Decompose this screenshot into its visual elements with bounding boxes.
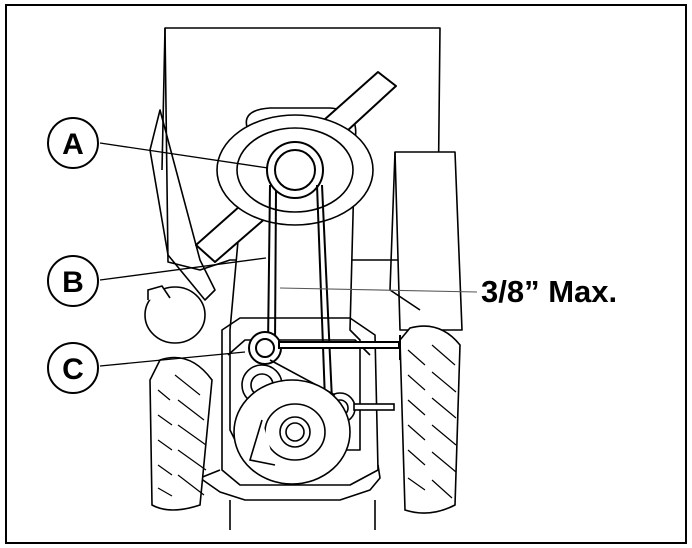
callout-label: C — [62, 353, 84, 386]
leader-measurement — [279, 287, 478, 293]
callout-b: B — [47, 255, 99, 307]
belt-deflection-label: 3/8” Max. — [481, 274, 617, 309]
right-wheel — [399, 325, 461, 514]
leader-a — [99, 142, 269, 169]
callout-label: B — [62, 266, 84, 299]
left-cylinder — [144, 285, 206, 344]
callout-circle — [47, 117, 99, 169]
callout-circle — [47, 342, 99, 394]
idler-pulley — [248, 331, 401, 365]
diagram-frame — [5, 4, 687, 544]
upper-pulley — [216, 114, 374, 226]
leader-c — [99, 351, 246, 367]
left-wheel — [149, 356, 213, 511]
callout-label: A — [62, 128, 84, 161]
engine-crank-pulley — [233, 379, 351, 485]
leader-b — [99, 257, 267, 281]
callout-circle — [47, 255, 99, 307]
callout-c: C — [47, 342, 99, 394]
leader-lines — [99, 142, 478, 367]
drive-belt — [267, 184, 333, 401]
callout-a: A — [47, 117, 99, 169]
